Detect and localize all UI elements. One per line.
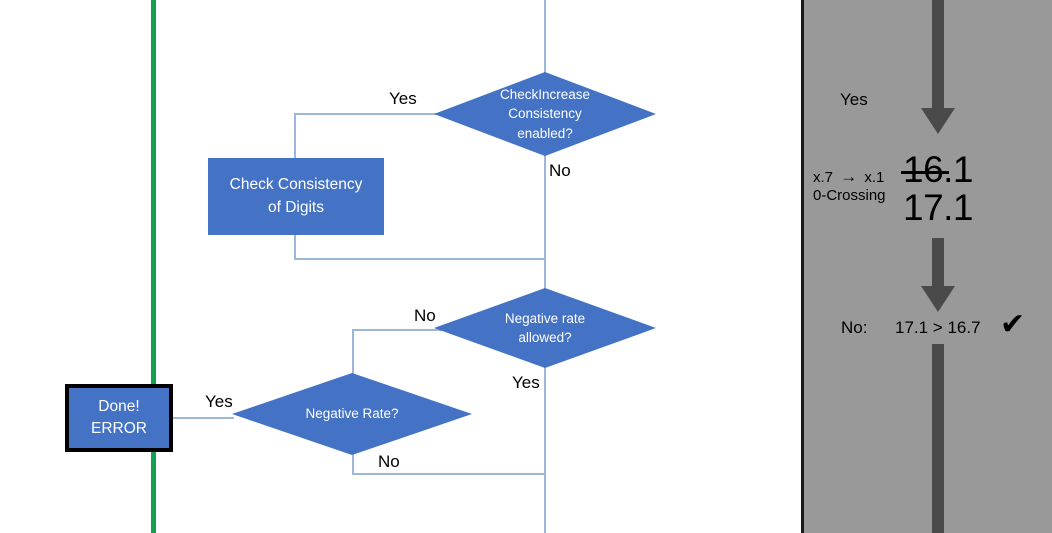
edge-label-checkincrease-yes: Yes	[389, 89, 417, 108]
green-vertical-divider	[151, 0, 156, 533]
terminator-done-error[interactable]: Done! ERROR	[65, 384, 173, 452]
process-check-consistency-of-digits[interactable]: Check Consistency of Digits	[208, 158, 384, 235]
edge-label-checkincrease-no: No	[549, 161, 571, 180]
decision-negative-rate-allowed[interactable]: Negative rate allowed?	[434, 288, 656, 368]
decision-negative-rate-allowed-label: Negative rate allowed?	[504, 310, 586, 345]
decision-check-increase-consistency[interactable]: CheckIncrease Consistency enabled?	[434, 72, 656, 156]
panel-branch-label: Yes	[840, 90, 868, 109]
edge-label-negrateallowed-no: No	[414, 306, 436, 325]
connector-checkincrease-yes-horizontal	[294, 113, 440, 115]
annotation-panel: Yes x.7 → x.1 0-Crossing 16.1 17.1 No: 1…	[801, 0, 1052, 533]
connector-negrateallowed-no-vertical	[352, 329, 354, 376]
decision-negative-rate[interactable]: Negative Rate?	[232, 373, 472, 455]
panel-result-expression: 17.1 > 16.7	[895, 318, 981, 337]
edge-label-negrate-no: No	[378, 452, 400, 471]
connector-negrate-no-vertical	[352, 453, 354, 475]
right-arrow-icon: →	[840, 167, 858, 186]
connector-negrate-yes-horizontal	[172, 417, 234, 419]
decision-negative-rate-label: Negative Rate?	[305, 406, 399, 422]
decision-check-increase-consistency-label: CheckIncrease Consistency enabled?	[499, 87, 591, 141]
connector-negrateallowed-yes-vertical	[544, 364, 546, 533]
panel-rule-to: x.1	[864, 169, 885, 186]
panel-rule-from: x.7	[813, 169, 834, 186]
connector-consistency-return-horizontal	[294, 258, 546, 260]
panel-arrow-top	[921, 0, 955, 134]
panel-value-struck: 16.1	[900, 149, 974, 190]
panel-rule-text: x.7 → x.1 0-Crossing	[813, 167, 886, 205]
connector-negrate-no-horizontal	[352, 473, 546, 475]
connector-trunk-top	[544, 0, 546, 88]
panel-rule-line-2: 0-Crossing	[813, 187, 886, 205]
edge-label-negrate-yes: Yes	[205, 392, 233, 411]
terminator-done-error-label: Done! ERROR	[91, 397, 147, 437]
panel-rule-line-1: x.7 → x.1	[813, 167, 886, 187]
process-check-consistency-of-digits-label: Check Consistency of Digits	[229, 176, 363, 216]
panel-value-current: 17.1	[903, 187, 974, 228]
panel-arrow-tail	[932, 344, 944, 533]
panel-value-struck-wrap: 16.1	[900, 149, 974, 190]
panel-arrow-bottom	[921, 238, 955, 312]
check-icon: ✔	[1000, 308, 1026, 341]
panel-result-prefix: No:	[841, 318, 868, 337]
connector-checkincrease-no	[544, 155, 546, 290]
connector-negrateallowed-no-horizontal	[352, 329, 442, 331]
edge-label-negrateallowed-yes: Yes	[512, 373, 540, 392]
